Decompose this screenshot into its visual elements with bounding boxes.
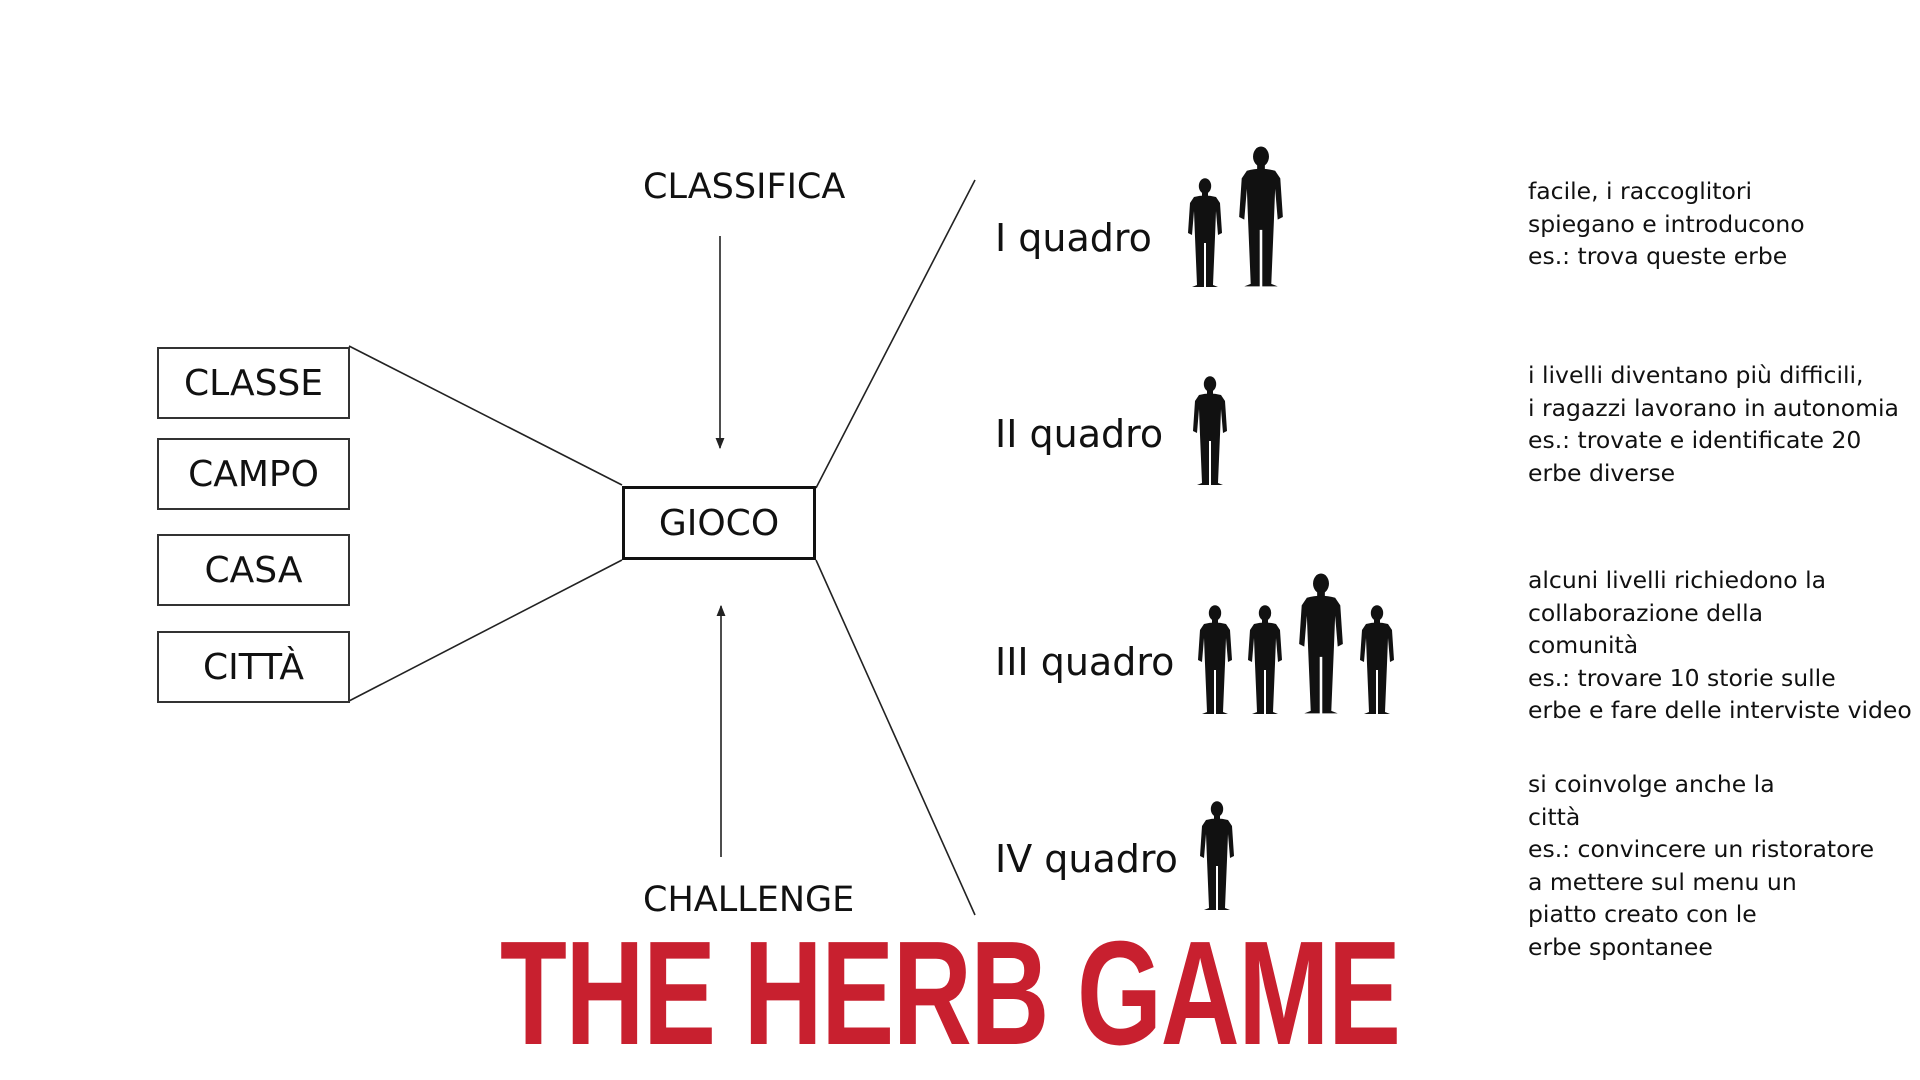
gioco-box: GIOCO [622,486,816,560]
challenge-label: CHALLENGE [643,880,855,920]
place-box-citta: CITTÀ [157,631,350,703]
person-silhouette-icon [1198,605,1232,714]
line-citta-gioco [348,559,623,702]
people-group-3 [1195,572,1397,716]
level-description-2: i livelli diventano più difficili, i rag… [1528,361,1899,487]
level-label-3: III quadro [995,640,1175,684]
place-box-classe: CLASSE [157,347,350,419]
person-silhouette-icon [1299,573,1343,714]
people-group-2 [1190,375,1230,487]
person-silhouette-icon [1193,376,1227,485]
line-gioco-top [815,179,976,489]
person-silhouette-icon [1188,178,1222,287]
level-label-4: IV quadro [995,837,1178,881]
level-description-1: facile, i raccoglitori spiegano e introd… [1528,177,1805,270]
main-title: THE HERB GAME [500,911,1401,1076]
place-box-casa: CASA [157,534,350,606]
person-silhouette-icon [1360,605,1394,714]
level-label-2: II quadro [995,412,1164,456]
person-silhouette-icon [1200,801,1234,910]
classifica-label: CLASSIFICA [643,167,846,207]
level-label-1: I quadro [995,216,1152,260]
level-description-4: si coinvolge anche la città es.: convinc… [1528,770,1875,961]
line-gioco-bottom [815,559,976,916]
line-classe-gioco [348,345,623,486]
place-box-campo: CAMPO [157,438,350,510]
people-group-4 [1197,800,1237,912]
people-group-1 [1185,145,1287,289]
person-silhouette-icon [1239,146,1283,287]
level-description-3: alcuni livelli richiedono la collaborazi… [1528,566,1912,724]
person-silhouette-icon [1248,605,1282,714]
